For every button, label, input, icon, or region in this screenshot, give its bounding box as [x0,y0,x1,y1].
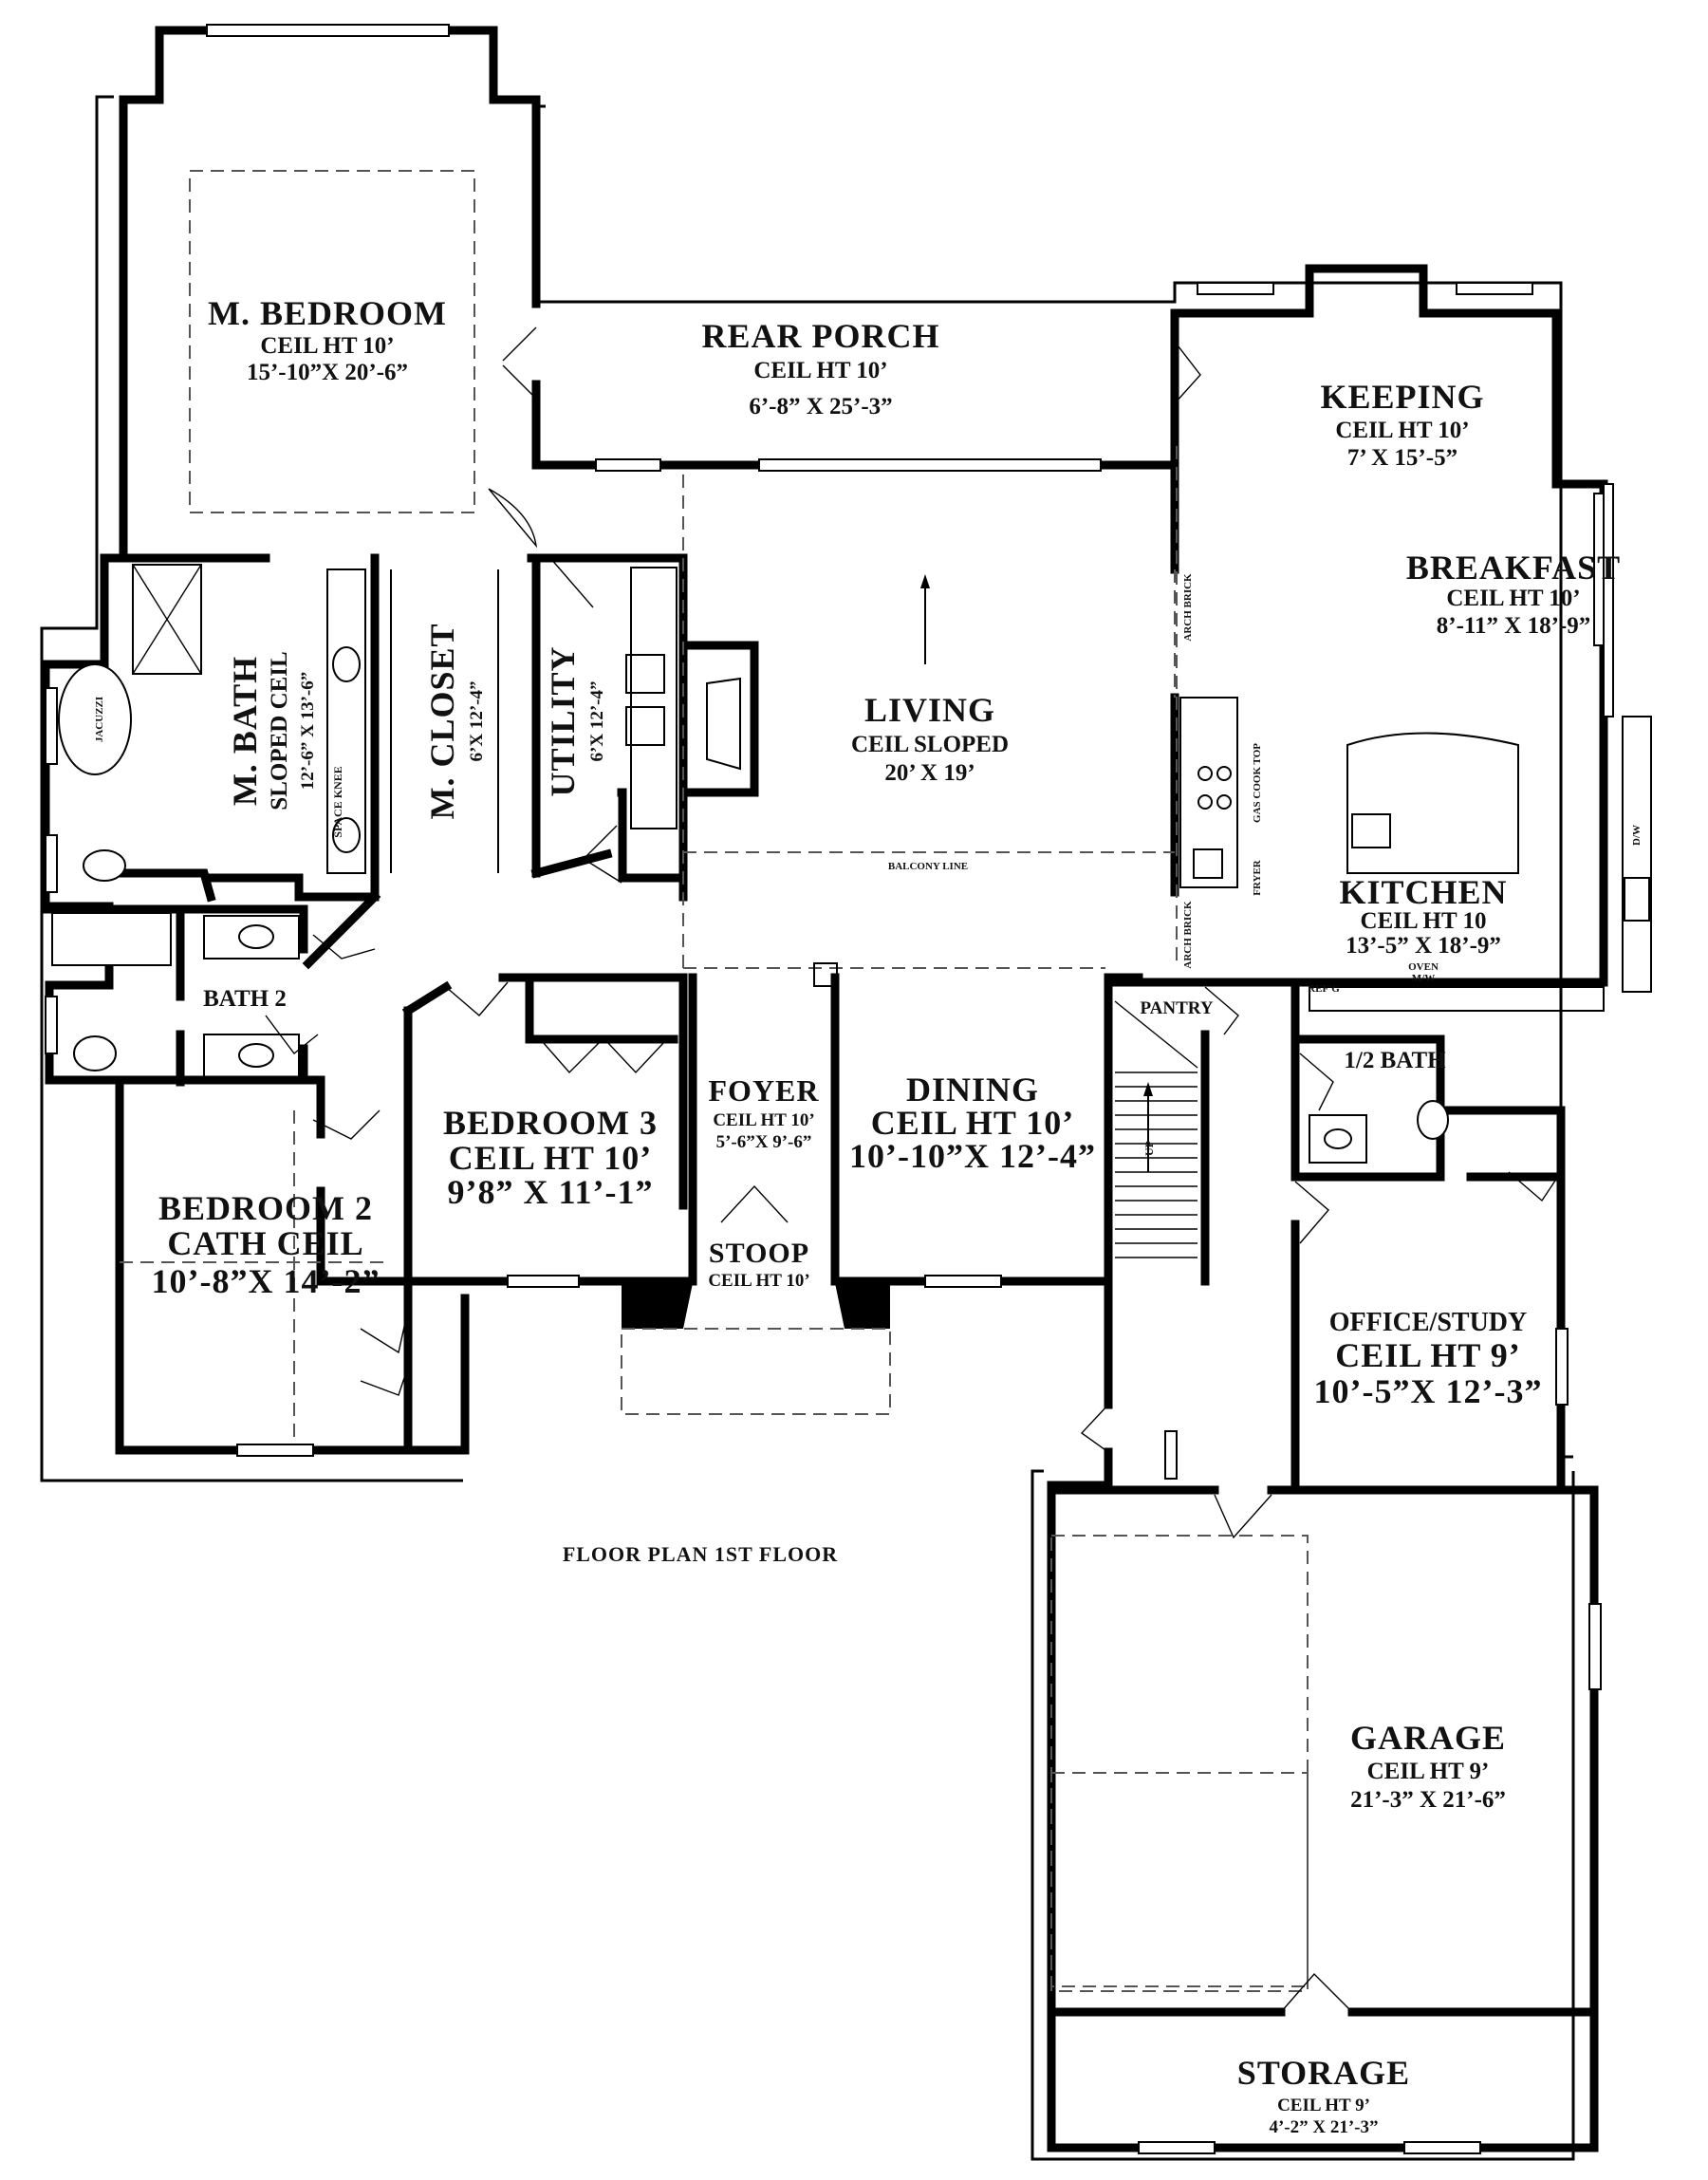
gas-cook-top-note: GAS COOK TOP [1252,743,1263,823]
garage-ceiling: CEIL HT 9’ [1367,1759,1490,1784]
stoop-ceiling: CEIL HT 10’ [708,1271,809,1291]
storage-ceiling: CEIL HT 9’ [1277,2096,1370,2115]
foyer-ceiling: CEIL HT 10’ [713,1110,814,1130]
garage-name: GARAGE [1350,1719,1506,1757]
bedroom2-size: 10’-8”X 14’-2” [152,1262,381,1300]
living-name: LIVING [864,691,995,729]
plan-notes: BALCONY LINE ARCH BRICK ARCH BRICK GAS C… [94,573,1643,1156]
master-bedroom-ceiling: CEIL HT 10’ [260,333,394,359]
arch-brick-note-lower: ARCH BRICK [1182,901,1194,969]
bedroom3-ceiling: CEIL HT 10’ [449,1139,652,1177]
jacuzzi-tub [58,663,132,775]
foyer-size: 5’-6”X 9’-6” [716,1132,812,1152]
dining-size: 10’-10”X 12’-4” [849,1137,1096,1175]
kitchen-name: KITCHEN [1339,873,1507,911]
balcony-line-note: BALCONY LINE [888,861,968,872]
utility-name: UTILITY [544,645,582,796]
office-name: OFFICE/STUDY [1329,1308,1527,1337]
keeping-size: 7’ X 15’-5” [1347,445,1457,471]
fixtures [51,564,1652,1172]
space-knee-note: SPACE KNEE [331,766,344,837]
dashed-lines [120,170,1309,1992]
keeping-name: KEEPING [1320,378,1484,416]
plan-title: FLOOR PLAN 1ST FLOOR [563,1542,838,1566]
living-ceiling: CEIL SLOPED [851,732,1009,757]
doors [265,326,1562,2013]
storage-size: 4’-2” X 21’-3” [1269,2117,1378,2137]
rear-porch-ceiling: CEIL HT 10’ [753,358,887,383]
master-bath-size: 12’-6” X 13’-6” [298,672,318,791]
half-bath-name: 1/2 BATH [1344,1048,1446,1073]
dishwasher-note: D/W [1631,825,1643,846]
jacuzzi-note: JACUZZI [94,697,105,742]
bedroom3-size: 9’8” X 11’-1” [448,1173,654,1211]
dining-ceiling: CEIL HT 10’ [871,1104,1074,1142]
master-closet-name: M. CLOSET [423,623,461,819]
refrigerator-note: REF'G [1308,983,1340,995]
kitchen-size: 13’-5” X 18’-9” [1346,933,1501,959]
foyer-name: FOYER [709,1073,820,1108]
windows [45,24,1614,2154]
rear-porch-name: REAR PORCH [702,317,940,355]
staircase [1114,1000,1198,1069]
living-size: 20’ X 19’ [884,760,975,786]
stoop-name: STOOP [709,1238,809,1269]
master-bedroom-name: M. BEDROOM [208,294,447,332]
breakfast-name: BREAKFAST [1406,549,1621,587]
oven-note: OVEN [1408,961,1439,973]
arch-brick-note-upper: ARCH BRICK [1182,573,1194,642]
pantry-name: PANTRY [1140,998,1213,1018]
utility-size: 6’X 12’-4” [587,681,607,762]
interior-walls [41,458,1599,2017]
breakfast-ceiling: CEIL HT 10’ [1446,586,1580,611]
master-bath-name: M. BATH [226,656,264,806]
room-labels: M. BEDROOM CEIL HT 10’ 15’-10”X 20’-6” R… [152,294,1621,2137]
fryer-note: FRYER [1252,859,1263,896]
stair-treads [1115,1071,1197,1258]
stair-up-note: UP [1142,1141,1156,1156]
kitchen-ceiling: CEIL HT 10 [1361,908,1487,934]
bedroom2-ceiling: CATH CEIL [167,1224,363,1262]
rear-porch-size: 6’-8” X 25’-3” [749,394,892,419]
storage-name: STORAGE [1237,2054,1410,2092]
office-size: 10’-5”X 12’-3” [1314,1372,1543,1410]
bedroom2-name: BEDROOM 2 [158,1189,373,1227]
microwave-note: M/W [1412,973,1435,984]
stoop-piers [622,1283,890,1329]
office-ceiling: CEIL HT 9’ [1335,1336,1520,1374]
breakfast-size: 8’-11” X 18’-9” [1437,613,1590,639]
master-bedroom-size: 15’-10”X 20’-6” [247,360,408,385]
dining-name: DINING [906,1071,1039,1109]
bath2-name: BATH 2 [203,986,287,1012]
garage-size: 21’-3” X 21’-6” [1350,1787,1506,1813]
master-closet-size: 6’X 12’-4” [467,681,487,762]
keeping-ceiling: CEIL HT 10’ [1335,418,1469,443]
bedroom3-name: BEDROOM 3 [443,1104,658,1142]
master-bath-ceiling: SLOPED CEIL [267,651,292,810]
